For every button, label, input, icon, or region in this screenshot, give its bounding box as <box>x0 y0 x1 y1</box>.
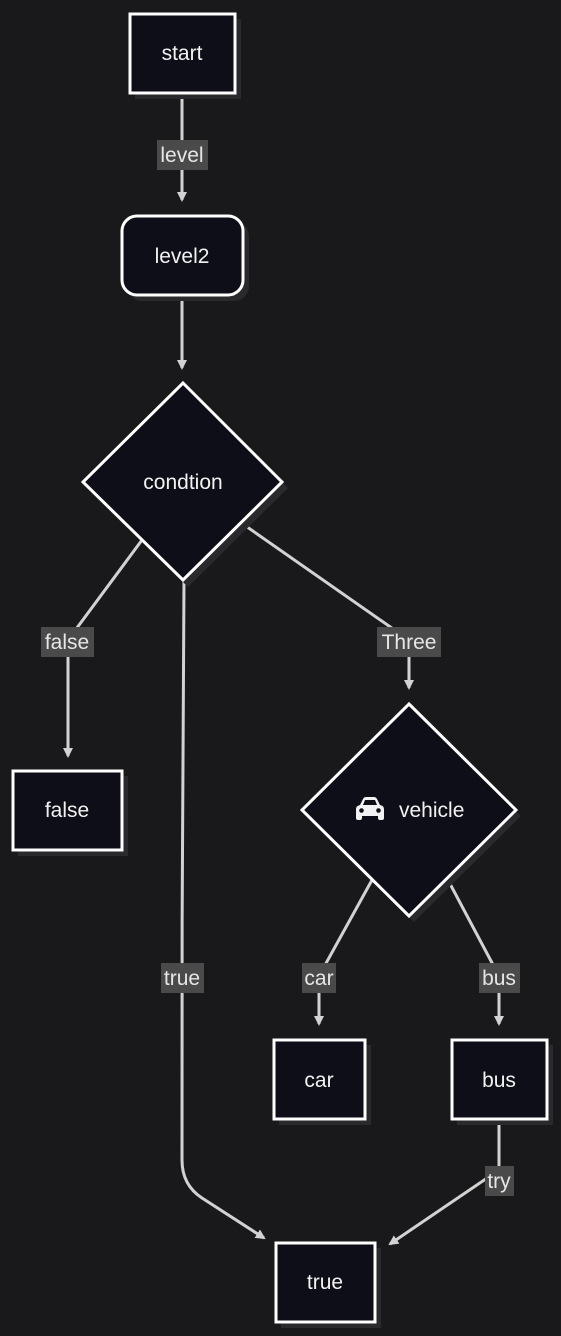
car-icon <box>356 797 384 820</box>
node-level2-label: level2 <box>155 245 210 268</box>
edge-label-try: try <box>487 1170 511 1193</box>
node-bus-label: bus <box>482 1069 516 1092</box>
edge-condition-true <box>180 579 266 1240</box>
node-true[interactable]: true <box>274 1241 381 1328</box>
node-vehicle-label: vehicle <box>399 799 464 822</box>
node-bus[interactable]: bus <box>450 1038 553 1125</box>
edge-label-true: true <box>164 967 200 990</box>
node-car[interactable]: car <box>272 1038 371 1125</box>
edge-vehicle-car <box>314 879 374 1026</box>
node-false-label: false <box>45 799 89 822</box>
node-start-label: start <box>162 42 203 65</box>
node-condition[interactable]: condtion <box>80 380 288 587</box>
node-car-label: car <box>304 1069 333 1092</box>
node-start[interactable]: start <box>128 12 241 99</box>
edge-label-bus: bus <box>482 967 516 990</box>
node-true-label: true <box>307 1271 343 1294</box>
edge-bus-true <box>388 1122 501 1246</box>
edge-label-level: level <box>160 144 203 167</box>
edge-labels: level false Three true car bus try <box>41 140 520 1196</box>
node-false[interactable]: false <box>11 769 128 856</box>
edge-label-three: Three <box>382 631 437 654</box>
node-vehicle[interactable]: vehicle <box>299 701 521 922</box>
edge-condition-vehicle <box>239 520 414 690</box>
node-level2[interactable]: level2 <box>120 214 249 301</box>
edge-label-false: false <box>45 631 89 654</box>
edge-vehicle-bus <box>446 879 504 1026</box>
edge-label-car: car <box>304 967 333 990</box>
node-condition-label: condtion <box>143 471 222 494</box>
